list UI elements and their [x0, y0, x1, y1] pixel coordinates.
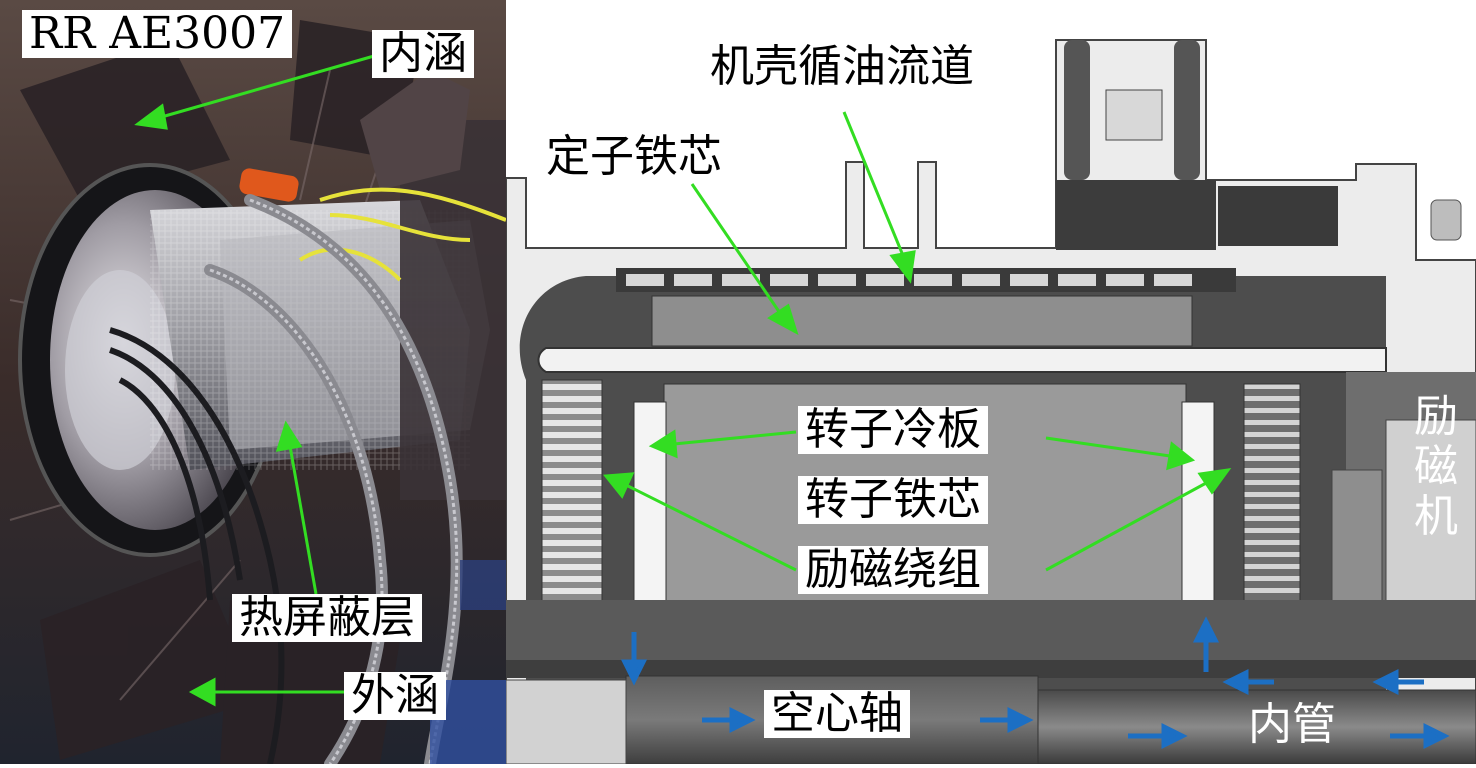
exciter-label: 励 磁 机: [1406, 392, 1466, 542]
oil-channel-arrow: [842, 111, 906, 259]
drawing-annotation-arrows: [603, 111, 1232, 572]
tube-return-arrowhead-1: [1222, 668, 1249, 696]
outer-duct-label: 外涵: [344, 672, 446, 721]
generator-cross-section: [505, 39, 1476, 765]
tube-flow-arrowhead-2: [1423, 722, 1450, 750]
hollow-shaft-label: 空心轴: [764, 690, 910, 739]
winding-left-arrowhead: [603, 472, 635, 499]
inner-duct-arrow: [157, 54, 375, 120]
outer-duct-arrowhead: [188, 677, 216, 707]
engine-model-label: RR AE3007: [22, 10, 293, 59]
winding-right-arrowhead: [1197, 468, 1232, 495]
engine-photo-panel: RR AE3007 内涵 热屏蔽层 外涵: [0, 0, 506, 764]
winding-right-arrow: [1045, 480, 1209, 572]
field-winding-label: 励磁绕组: [798, 546, 988, 595]
cold-plate-right-arrowhead: [1166, 441, 1196, 471]
shaft-flow-arrowhead-1: [729, 706, 756, 734]
coolant-flow-arrows: [620, 616, 1450, 750]
shaft-flow-arrowhead-2: [1007, 706, 1034, 734]
rotor-cold-plate-label: 转子冷板: [798, 406, 988, 455]
exciter-label-char-3: 机: [1414, 491, 1458, 542]
cold-plate-left-arrow: [673, 430, 797, 446]
inner-duct-label: 内涵: [372, 30, 474, 79]
exciter-label-char-2: 磁: [1414, 441, 1458, 492]
engine-photo: [0, 0, 506, 764]
tube-flow-arrowhead-1: [1161, 722, 1188, 750]
oil-channel-arrowhead: [889, 250, 916, 284]
cold-plate-left-arrowhead: [648, 429, 678, 459]
flow-down-arrowhead: [620, 659, 648, 686]
stator-core-arrowhead: [767, 303, 799, 336]
tube-return-arrowhead-2: [1372, 668, 1399, 696]
flow-up-arrowhead: [1192, 616, 1220, 643]
exciter-label-char-1: 励: [1414, 391, 1458, 442]
stator-core-arrow: [690, 183, 784, 317]
inner-duct-arrowhead: [134, 103, 168, 130]
heat-shield-arrow: [288, 445, 318, 595]
housing-oil-channel-label: 机壳循油流道: [710, 41, 974, 92]
inner-tube-label: 内管: [1248, 699, 1336, 750]
winding-left-arrow: [627, 484, 797, 572]
photo-annotation-arrows: [134, 54, 375, 707]
rotor-core-label: 转子铁芯: [798, 476, 988, 525]
heat-shield-label: 热屏蔽层: [232, 594, 422, 643]
cold-plate-right-arrow: [1045, 436, 1171, 458]
heat-shield-arrowhead: [275, 420, 303, 452]
generator-cross-section-panel: 机壳循油流道 定子铁芯 转子冷板 转子铁芯 励磁绕组 空心轴 内管 励 磁 机: [505, 0, 1476, 765]
stator-core-label: 定子铁芯: [546, 131, 722, 182]
